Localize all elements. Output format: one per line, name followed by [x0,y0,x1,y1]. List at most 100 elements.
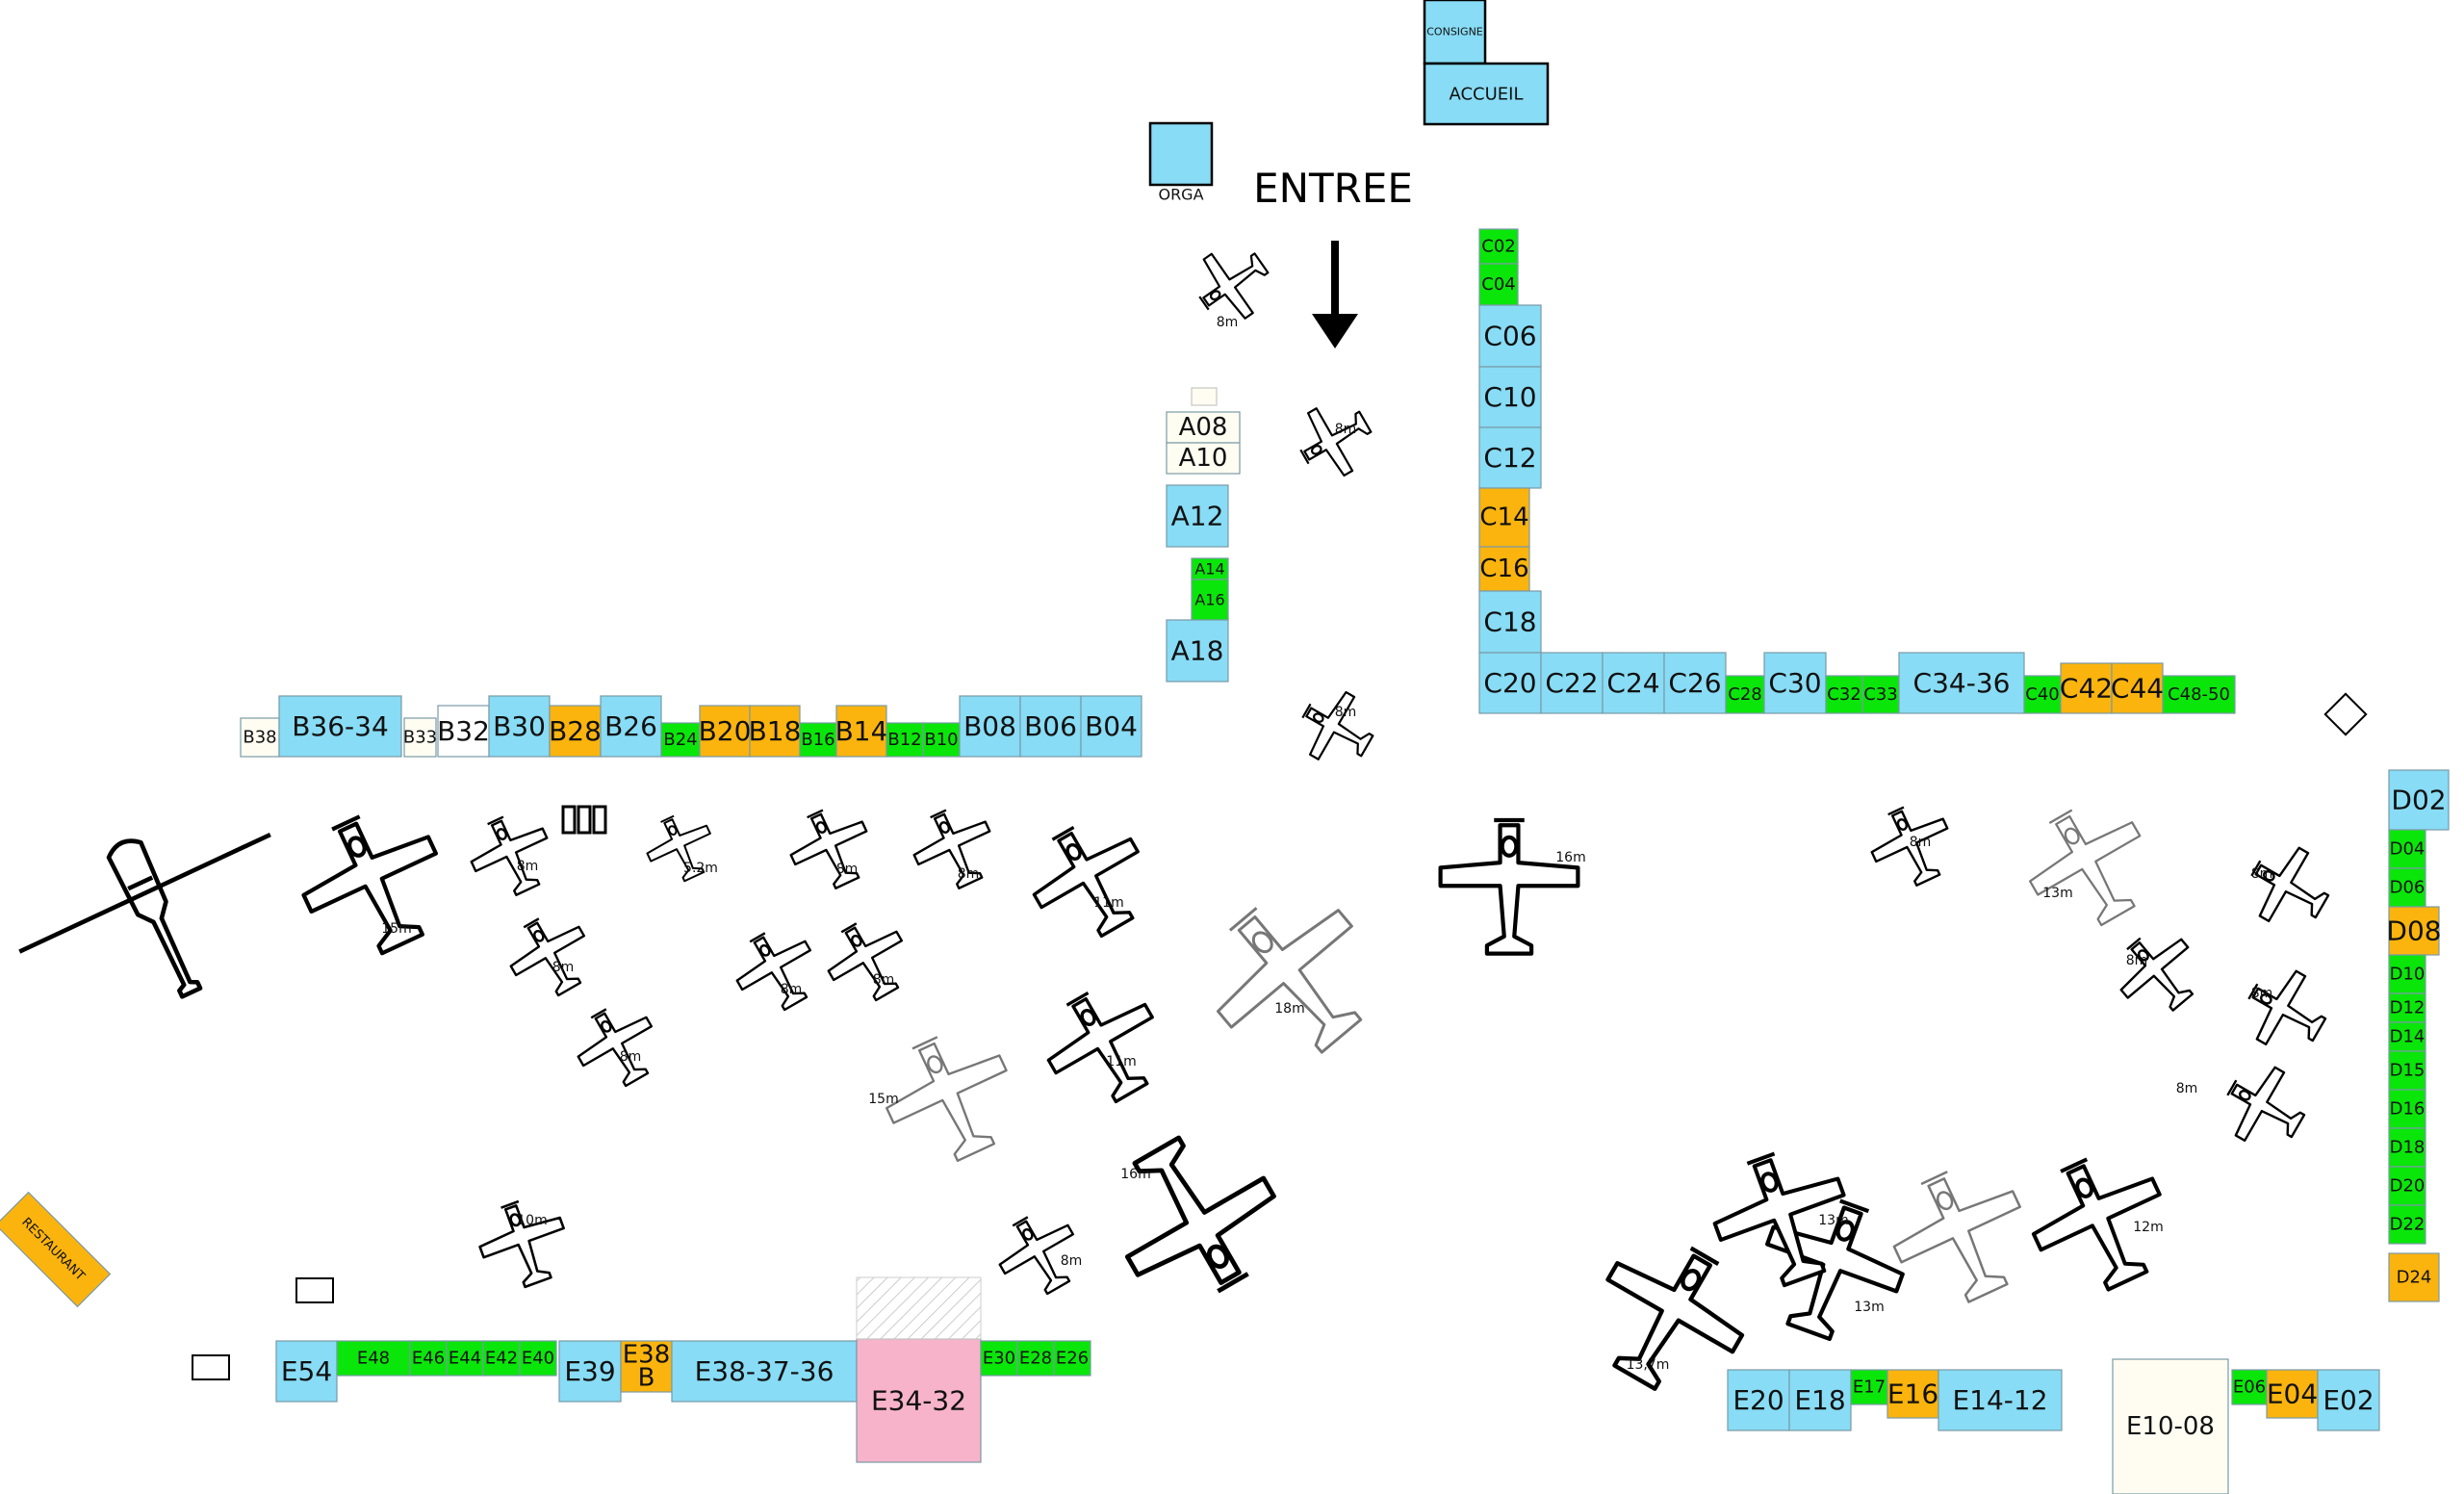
booth-e17[interactable]: E17 [1850,1369,1888,1405]
booth-c48-50[interactable]: C48-50 [2162,675,2236,714]
booth-c40[interactable]: C40 [2023,675,2062,714]
booth-e54[interactable]: E54 [275,1340,338,1403]
facility-restaurant[interactable]: RESTAURANT [0,1191,112,1308]
booth-b16[interactable]: B16 [799,722,837,758]
aircraft-size-label: 8m [836,862,859,877]
booth-c04[interactable]: C04 [1478,263,1519,306]
booth-c42[interactable]: C42 [2060,662,2113,714]
aircraft-size-label: 10m [517,1213,547,1228]
booth-e18[interactable]: E18 [1788,1369,1852,1431]
booth-d02[interactable]: D02 [2388,769,2450,831]
booth-b04[interactable]: B04 [1080,695,1142,758]
booth-a10[interactable]: A10 [1166,442,1241,475]
booth-d04[interactable]: D04 [2388,829,2426,869]
booth-e48[interactable]: E48 [336,1340,411,1377]
booth-c44[interactable]: C44 [2111,662,2164,714]
booth-a08[interactable]: A08 [1166,411,1241,444]
booth-a12[interactable]: A12 [1166,484,1229,548]
facility-accueil[interactable]: ACCUEIL [1423,62,1550,126]
booth-a14[interactable]: A14 [1191,557,1229,580]
booth-e30[interactable]: E30 [980,1340,1018,1377]
booth-rect [1663,652,1727,714]
booth-c33[interactable]: C33 [1861,675,1900,714]
booth-c34-36[interactable]: C34-36 [1898,652,2025,714]
booth-label: A12 [1171,501,1224,532]
booth-label: B20 [699,715,752,747]
booth-c10[interactable]: C10 [1478,366,1542,428]
booth-d14[interactable]: D14 [2388,1021,2426,1052]
booth-b38[interactable]: B38 [240,717,280,758]
booth-c16[interactable]: C16 [1478,546,1530,592]
booth-b32[interactable]: B32 [437,705,490,758]
booth-b18[interactable]: B18 [749,705,802,758]
booth-e39[interactable]: E39 [558,1340,622,1403]
booth-b20[interactable]: B20 [699,705,752,758]
booth-c14[interactable]: C14 [1478,487,1530,548]
booth-d24[interactable]: D24 [2388,1252,2440,1302]
booth-label: D20 [2390,1176,2426,1197]
booth-rect [519,1340,557,1377]
booth-d20[interactable]: D20 [2388,1166,2426,1206]
booth-label: B16 [801,730,834,750]
booth-e10-08[interactable]: E10-08 [2112,1358,2229,1494]
booth-b08[interactable]: B08 [959,695,1021,758]
booth-e14-12[interactable]: E14-12 [1938,1369,2063,1431]
booth-rect [2388,906,2440,956]
booth-e40[interactable]: E40 [519,1340,557,1377]
booth-e06[interactable]: E06 [2231,1369,2268,1405]
booth-b33[interactable]: B33 [403,717,437,758]
booth-e44[interactable]: E44 [446,1340,484,1377]
booth-d22[interactable]: D22 [2388,1204,2426,1245]
booth-b28[interactable]: B28 [549,705,602,758]
booth-e34-32[interactable]: E34-32 [856,1338,982,1463]
booth-c28[interactable]: C28 [1725,675,1765,714]
booth-c32[interactable]: C32 [1825,675,1863,714]
booth-b10[interactable]: B10 [922,722,961,758]
airplane-icon: 10m [478,1199,565,1289]
booth-b12[interactable]: B12 [886,722,924,758]
booth-label: A18 [1171,635,1224,667]
booth-d10[interactable]: D10 [2388,954,2426,994]
booth-d16[interactable]: D16 [2388,1089,2426,1129]
booth-b24[interactable]: B24 [660,722,701,758]
booth-e20[interactable]: E20 [1727,1369,1790,1431]
booth-a16[interactable]: A16 [1191,579,1229,621]
booth-e02[interactable]: E02 [2317,1369,2380,1431]
misc-markers [192,387,2368,1380]
booth-b30[interactable]: B30 [488,695,551,758]
booth-e46[interactable]: E46 [409,1340,448,1377]
facility-orga[interactable]: ORGA [1148,121,1214,204]
booth-rect [1886,1369,1939,1419]
booth-e42[interactable]: E42 [482,1340,521,1377]
booth-rect [2388,1050,2426,1091]
booth-e16[interactable]: E16 [1886,1369,1939,1419]
booth-d15[interactable]: D15 [2388,1050,2426,1091]
booth-e38-37-36[interactable]: E38-37-36 [671,1340,858,1403]
aircraft-size-label: 13m [1854,1300,1884,1315]
booth-c12[interactable]: C12 [1478,426,1542,489]
booth-e28[interactable]: E28 [1016,1340,1055,1377]
booth-c06[interactable]: C06 [1478,304,1542,368]
booth-b06[interactable]: B06 [1019,695,1082,758]
booth-d12[interactable]: D12 [2388,992,2426,1023]
booth-c30[interactable]: C30 [1763,652,1827,714]
booth-c20[interactable]: C20 [1478,652,1542,714]
booth-rect [620,1340,673,1393]
booth-d06[interactable]: D06 [2388,867,2426,908]
booth-c26[interactable]: C26 [1663,652,1727,714]
booth-c22[interactable]: C22 [1540,652,1604,714]
booth-b14[interactable]: B14 [835,705,888,758]
booth-c24[interactable]: C24 [1602,652,1665,714]
booth-c18[interactable]: C18 [1478,590,1542,654]
booth-a18[interactable]: A18 [1166,619,1229,683]
aircraft-size-label: 8m [620,1049,642,1065]
booth-d08[interactable]: D08 [2386,906,2442,956]
booth-d18[interactable]: D18 [2388,1127,2426,1168]
booth-e26[interactable]: E26 [1053,1340,1091,1377]
booth-b36-34[interactable]: B36-34 [278,695,402,758]
booth-b26[interactable]: B26 [600,695,662,758]
facility-consigne[interactable]: CONSIGNE [1423,0,1487,65]
booth-e04[interactable]: E04 [2266,1369,2319,1419]
booth-c02[interactable]: C02 [1478,228,1519,265]
